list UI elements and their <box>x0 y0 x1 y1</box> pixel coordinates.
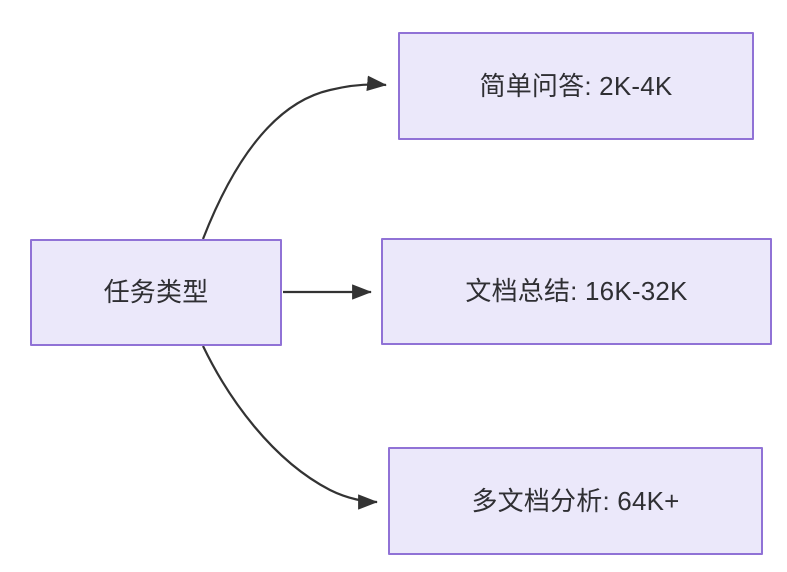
node-multi-document-analysis[interactable]: 多文档分析: 64K+ <box>388 447 763 555</box>
node-simple-qa-label: 简单问答: 2K-4K <box>479 70 673 101</box>
edge-root-to-multi <box>202 345 378 510</box>
node-document-summary-label: 文档总结: 16K-32K <box>465 276 688 307</box>
node-simple-qa[interactable]: 简单问答: 2K-4K <box>398 32 754 140</box>
node-document-summary[interactable]: 文档总结: 16K-32K <box>381 238 772 345</box>
node-task-type[interactable]: 任务类型 <box>30 239 282 346</box>
node-task-type-label: 任务类型 <box>103 277 209 308</box>
node-multi-document-analysis-label: 多文档分析: 64K+ <box>471 485 680 516</box>
edge-root-to-simple <box>201 75 387 240</box>
